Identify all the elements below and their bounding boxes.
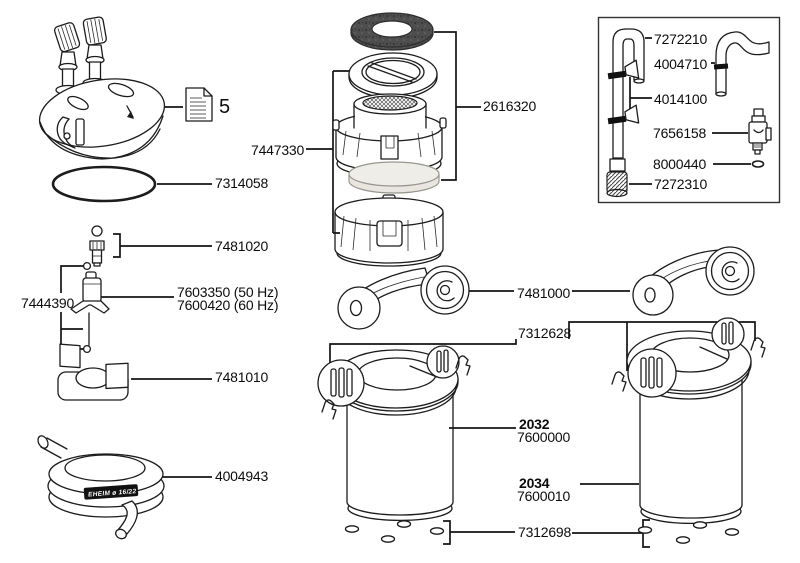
label-container-set: 7447330 [251,142,305,158]
hose-drawing: EHEIM ø 16/22 [37,435,165,540]
label-inlet-bend: 7272210 [654,31,708,47]
label-feet: 7312698 [518,524,572,540]
label-part-2034: 7600010 [517,488,571,504]
inlet-pipe-drawing [606,28,645,198]
hose-print: EHEIM ø 16/22 [88,488,137,498]
label-clip-set: 7312628 [518,325,572,341]
label-hose: 4004943 [215,468,269,484]
pump-cover-drawing [57,343,129,401]
leader-lines [60,31,756,548]
foam-ring-drawing [350,12,434,51]
installation-kit-box [597,16,781,204]
bottom-basket-drawing [334,194,444,267]
label-strainer: 7272310 [654,176,708,192]
outlet-pipe-drawing [713,31,770,97]
label-small-oring: 8000440 [653,156,707,172]
lid-ring-drawing [348,52,438,99]
label-extractor: 7481020 [215,238,269,254]
shaft-set-drawing [82,261,92,354]
label-shaft-set: 7444390 [21,295,75,311]
label-model-2032: 2032 [519,416,550,432]
left-canister-drawing [317,345,471,521]
small-oring-drawing [751,160,765,168]
right-canister-drawing [611,317,766,525]
extractor-drawing [89,225,105,267]
label-part-2032: 7600000 [517,429,571,445]
impeller-drawing [70,271,110,314]
adapter-drawing [748,108,772,155]
right-feet-drawing [637,521,740,544]
label-head-oring: 7314058 [215,175,269,191]
head-oring-drawing [51,165,157,203]
label-manual-ref: 5 [219,96,230,118]
top-basket-drawing [332,93,447,178]
label-impeller-50hz: 7603350 (50 Hz) [177,284,279,300]
right-handle-drawing [632,246,755,316]
label-foam-set: 2616320 [483,98,537,114]
label-handle: 7481000 [517,285,571,301]
fine-pad-drawing [348,161,440,194]
label-adapter: 7656158 [653,125,707,141]
left-handle-drawing [337,265,470,330]
manual-icon [185,87,213,122]
label-model-2034: 2034 [519,475,550,491]
pump-head-drawing [38,16,166,160]
left-feet-drawing [344,520,445,543]
label-outlet-pipe: 4004710 [654,56,708,72]
label-inlet-pipe: 4014100 [654,91,708,107]
label-impeller-60hz: 7600420 (60 Hz) [177,297,279,313]
label-pump-cover: 7481010 [215,369,269,385]
